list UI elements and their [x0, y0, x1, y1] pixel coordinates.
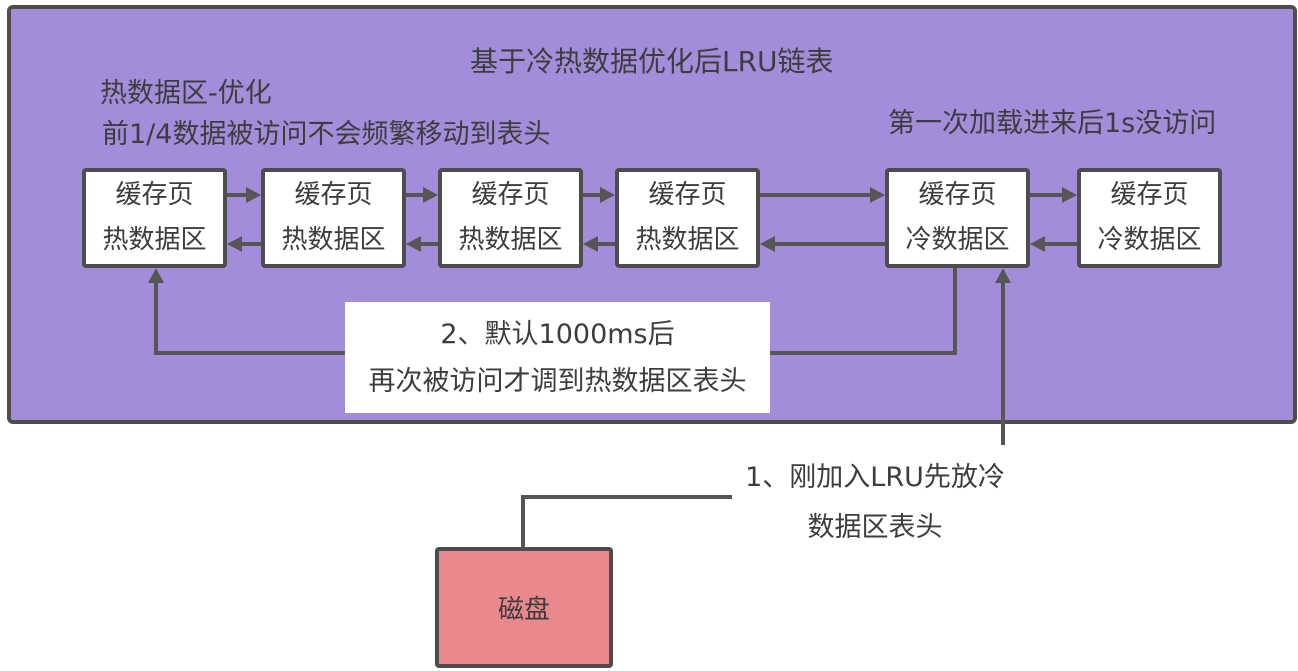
prev-arrowhead-icon-1: [227, 236, 242, 252]
cache-page-node-hot-3: 缓存页 热数据区: [438, 168, 583, 268]
zone-label: 热数据区: [281, 225, 386, 255]
zone-label: 冷数据区: [905, 225, 1010, 255]
next-arrowhead-icon-2: [423, 187, 438, 203]
disk-connector-horizontal: [521, 495, 732, 499]
prev-arrow-line-1: [239, 242, 261, 246]
insert-note-line1: 1、刚加入LRU先放冷: [745, 462, 1005, 493]
cache-page-label: 缓存页: [918, 180, 997, 210]
insert-arrowhead-up-icon: [995, 268, 1011, 283]
next-arrow-line-2: [406, 193, 426, 197]
next-arrow-line-3: [583, 193, 603, 197]
cache-page-node-hot-1: 缓存页 热数据区: [82, 168, 227, 268]
next-arrow-line-5: [1030, 193, 1065, 197]
prev-arrow-line-2: [418, 242, 438, 246]
cache-page-node-cold-2: 缓存页 冷数据区: [1077, 168, 1222, 268]
prev-arrow-line-3: [595, 242, 615, 246]
promotion-note-line2: 再次被访问才调到热数据区表头: [368, 365, 747, 397]
cache-page-node-hot-4: 缓存页 热数据区: [615, 168, 760, 268]
zone-label: 冷数据区: [1097, 225, 1202, 255]
cache-page-node-cold-1: 缓存页 冷数据区: [885, 168, 1030, 268]
disk-node: 磁盘: [435, 547, 613, 668]
promotion-note: 2、默认1000ms后 再次被访问才调到热数据区表头: [345, 302, 770, 413]
prev-arrowhead-icon-3: [583, 236, 598, 252]
cache-page-label: 缓存页: [471, 180, 550, 210]
diagram-title: 基于冷热数据优化后LRU链表: [470, 45, 834, 78]
prev-arrowhead-icon-5: [1030, 236, 1045, 252]
return-line-left-vertical: [154, 281, 158, 355]
prev-arrowhead-icon-4: [760, 236, 775, 252]
next-arrowhead-icon-5: [1062, 187, 1077, 203]
next-arrowhead-icon-1: [246, 187, 261, 203]
promotion-note-line1: 2、默认1000ms后: [440, 318, 675, 350]
hot-area-label: 热数据区-优化: [100, 78, 272, 109]
zone-label: 热数据区: [458, 225, 563, 255]
insert-line-vertical: [1001, 280, 1005, 445]
next-arrow-line-4: [760, 193, 873, 197]
cold-area-rule-label: 第一次加载进来后1s没访问: [888, 108, 1217, 139]
return-line-right-vertical: [953, 268, 957, 355]
cache-page-label: 缓存页: [1110, 180, 1189, 210]
zone-label: 热数据区: [102, 225, 207, 255]
zone-label: 热数据区: [635, 225, 740, 255]
prev-arrow-line-4: [772, 242, 885, 246]
disk-connector-vertical: [521, 497, 525, 549]
hot-area-rule-label: 前1/4数据被访问不会频繁移动到表头: [102, 119, 551, 150]
disk-label: 磁盘: [497, 595, 550, 625]
prev-arrow-line-5: [1042, 242, 1077, 246]
insert-note-line2: 数据区表头: [807, 512, 943, 543]
next-arrow-line-1: [227, 193, 249, 197]
cache-page-label: 缓存页: [115, 180, 194, 210]
insert-note: 1、刚加入LRU先放冷 数据区表头: [740, 453, 1010, 553]
next-arrowhead-icon-3: [600, 187, 615, 203]
cache-page-node-hot-2: 缓存页 热数据区: [261, 168, 406, 268]
return-arrowhead-up-icon: [148, 268, 164, 283]
prev-arrowhead-icon-2: [406, 236, 421, 252]
cache-page-label: 缓存页: [648, 180, 727, 210]
cache-page-label: 缓存页: [294, 180, 373, 210]
next-arrowhead-icon-4: [870, 187, 885, 203]
